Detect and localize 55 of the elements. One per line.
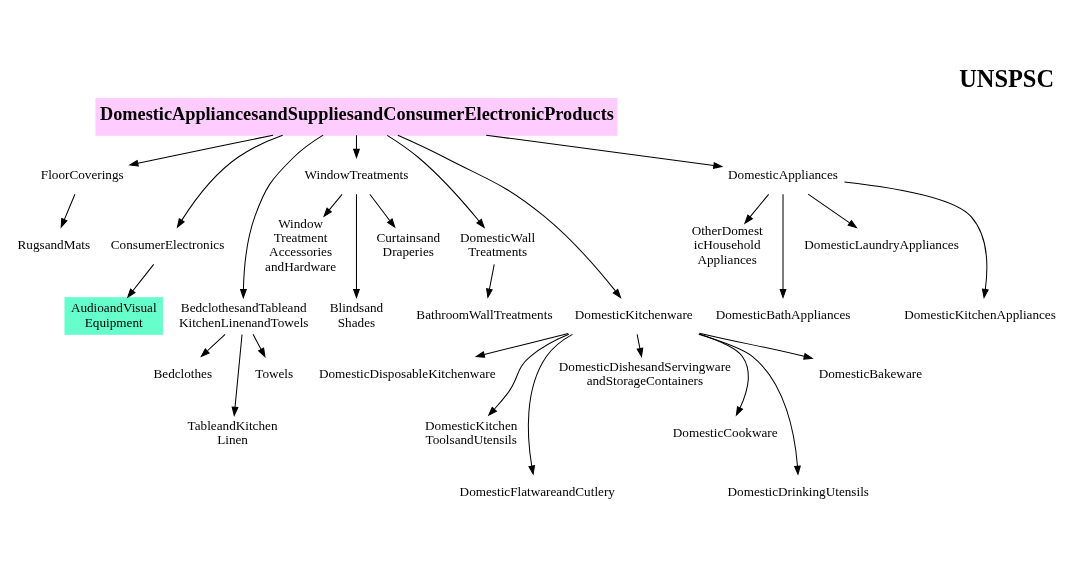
arrow [60,193,76,229]
arrow [487,333,570,416]
node-text: DomesticDrinkingUtensils [727,483,869,499]
node-text: FloorCoverings [40,166,124,182]
arrow [743,193,770,224]
node-text: ConsumerElectronics [110,236,225,252]
arrow [636,333,644,358]
arrow [128,134,274,167]
node-text: Bedclothes [153,365,213,381]
node-text: Towels [255,365,294,381]
node-text: DomesticCookware [672,424,778,440]
node-text: DomesticAppliances [728,166,838,182]
arrow [352,193,361,299]
arrow [527,333,573,476]
node-text: DomesticKitchenware [574,306,693,322]
node-box: AudioandVisual Equipment [64,296,163,335]
arrow [486,263,495,299]
arrow [252,333,266,358]
arrow [698,332,814,360]
arrow [352,134,361,159]
node-text: Window Treatment Accessories andHardware [265,215,337,274]
arrow [176,134,284,229]
diagram-title: UNSPSC [959,64,1054,92]
arrow [323,193,343,217]
arrow [485,134,724,169]
arrow [369,193,396,228]
node-text: WindowTreatments [304,166,409,182]
arrow [126,263,155,298]
node-text: DomesticBathAppliances [715,306,851,322]
node-text: TableandKitchen Linen [187,417,278,447]
node-text: BedclothesandTableand KitchenLinenandTowels [179,299,309,329]
node-text: DomesticWall Treatments [460,229,536,259]
arrow [807,193,858,228]
node-text: DomesticKitchenAppliances [904,306,1056,322]
node-text: DomesticFlatwareandCutlery [459,483,615,499]
node-text: Curtainsand Draperies [376,229,441,259]
arrow [239,134,324,299]
arrow [843,180,989,299]
node-text: DomesticKitchen ToolsandUtensils [425,417,518,447]
arrow [474,332,569,358]
node-text: DomesticDishesandServingware andStorageContainers [558,358,731,388]
node-text: BathroomWallTreatments [416,306,553,322]
arrow [231,333,243,417]
arrow [698,333,801,476]
node-text: DomesticBakeware [818,365,922,381]
node-text: DomesticDisposableKitchenware [318,365,496,381]
node-text: OtherDomest icHousehold Appliances [691,222,763,267]
arrow [779,193,787,299]
node-text: DomesticLaundryAppliances [804,236,959,252]
arrow [386,134,486,229]
node-text: RugsandMats [17,236,91,252]
arrow [397,134,622,299]
node-box: DomesticAppliancesandSuppliesandConsumerElectronicProducts [95,97,618,136]
arrow [200,333,226,358]
node-text: Blindsand Shades [329,299,384,329]
